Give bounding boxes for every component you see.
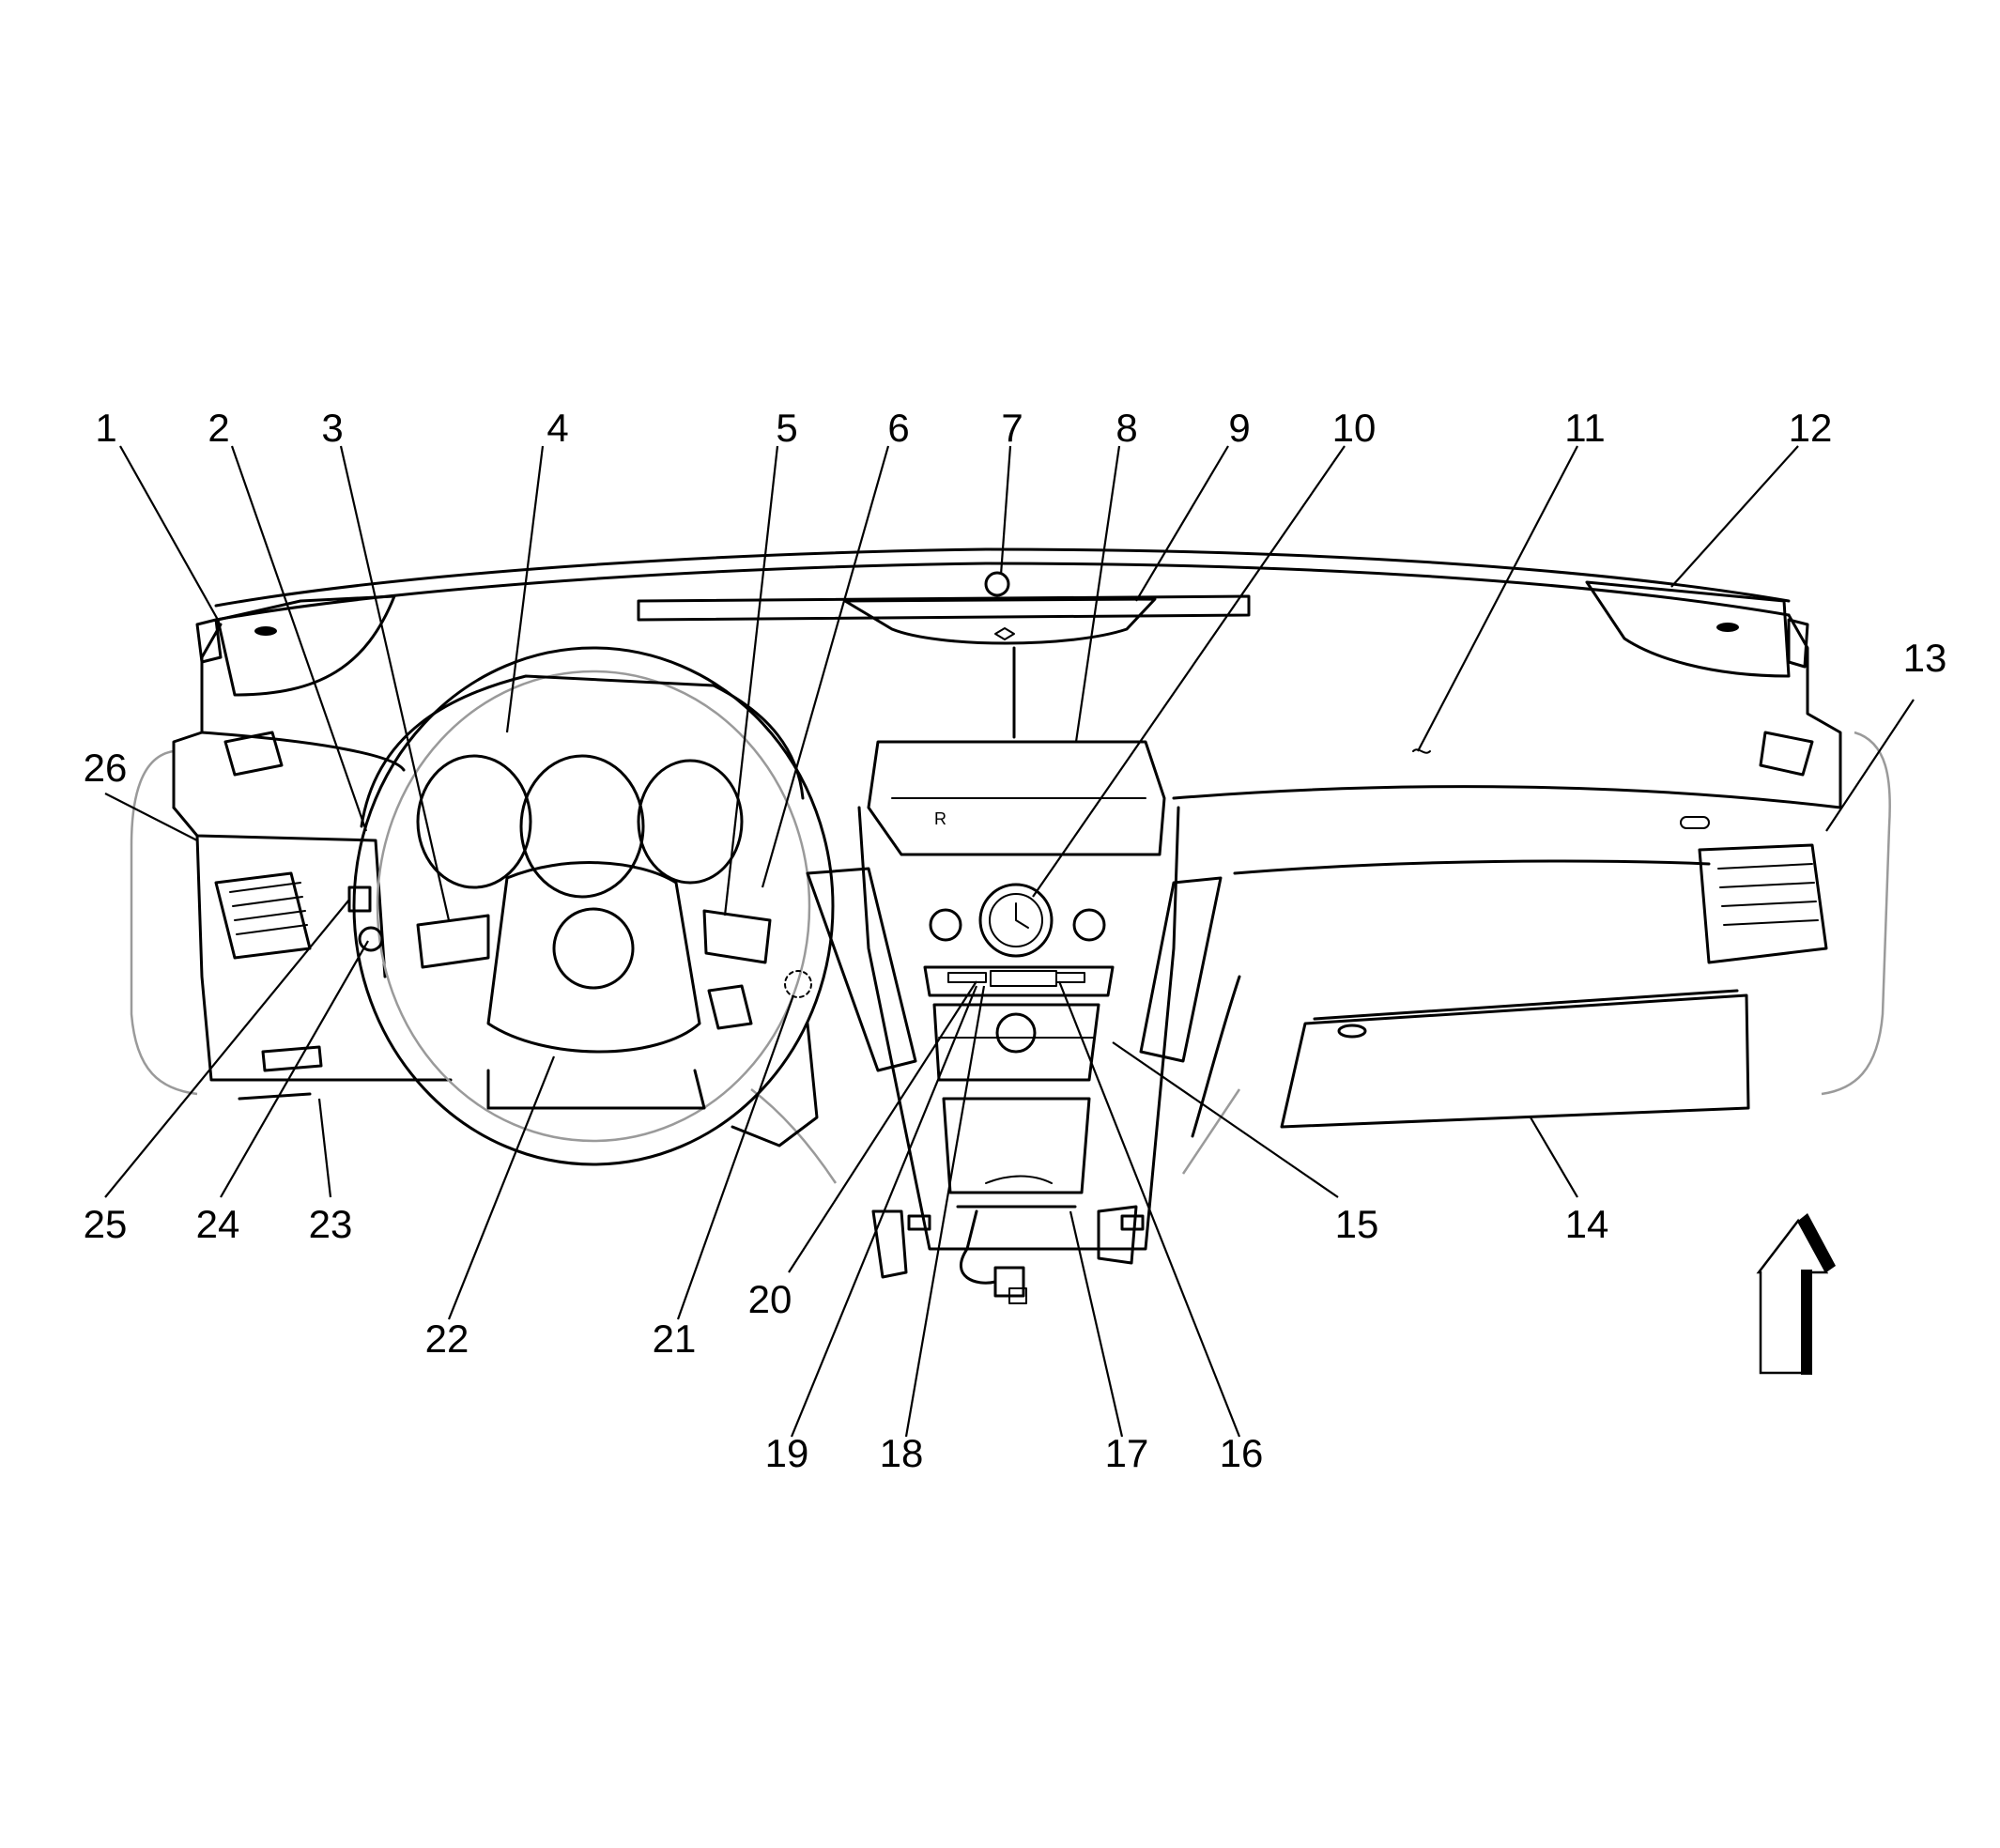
callout-2: 2 [208, 406, 229, 450]
callout-1: 1 [95, 406, 116, 450]
callout-4: 4 [546, 406, 568, 450]
front-direction-arrow-icon [1756, 1213, 1836, 1375]
callout-3: 3 [321, 406, 343, 450]
display-glyph: R [934, 809, 946, 828]
callout-12: 12 [1789, 406, 1833, 450]
callout-26: 26 [84, 746, 128, 790]
callout-20: 20 [748, 1277, 792, 1321]
callout-23: 23 [309, 1202, 353, 1246]
callout-7: 7 [1001, 406, 1023, 450]
callout-14: 14 [1565, 1202, 1609, 1246]
callout-15: 15 [1335, 1202, 1379, 1246]
callout-6: 6 [887, 406, 909, 450]
callout-24: 24 [196, 1202, 240, 1246]
callout-16: 16 [1220, 1431, 1264, 1475]
callout-19: 19 [765, 1431, 809, 1475]
callout-22: 22 [425, 1317, 469, 1361]
leader-lines [104, 445, 1915, 1438]
callout-8: 8 [1115, 406, 1137, 450]
callout-21: 21 [653, 1317, 697, 1361]
callout-labels: 1 2 3 4 5 6 7 8 9 10 11 12 13 14 15 16 1… [84, 406, 1947, 1475]
callout-9: 9 [1228, 406, 1250, 450]
left-lower-trim [172, 806, 453, 1101]
instrument-panel-upper-pad [172, 547, 1842, 829]
callout-25: 25 [84, 1202, 128, 1246]
side-trim-outline [130, 731, 1891, 1184]
callout-10: 10 [1332, 406, 1377, 450]
callout-17: 17 [1105, 1431, 1149, 1475]
callout-13: 13 [1903, 636, 1947, 680]
callout-18: 18 [880, 1431, 924, 1475]
steering-wheel-and-cluster [347, 646, 835, 1166]
center-stack: R [806, 740, 1223, 1304]
callout-11: 11 [1564, 406, 1606, 450]
right-lower-trim [1191, 843, 1828, 1138]
callout-5: 5 [776, 406, 797, 450]
